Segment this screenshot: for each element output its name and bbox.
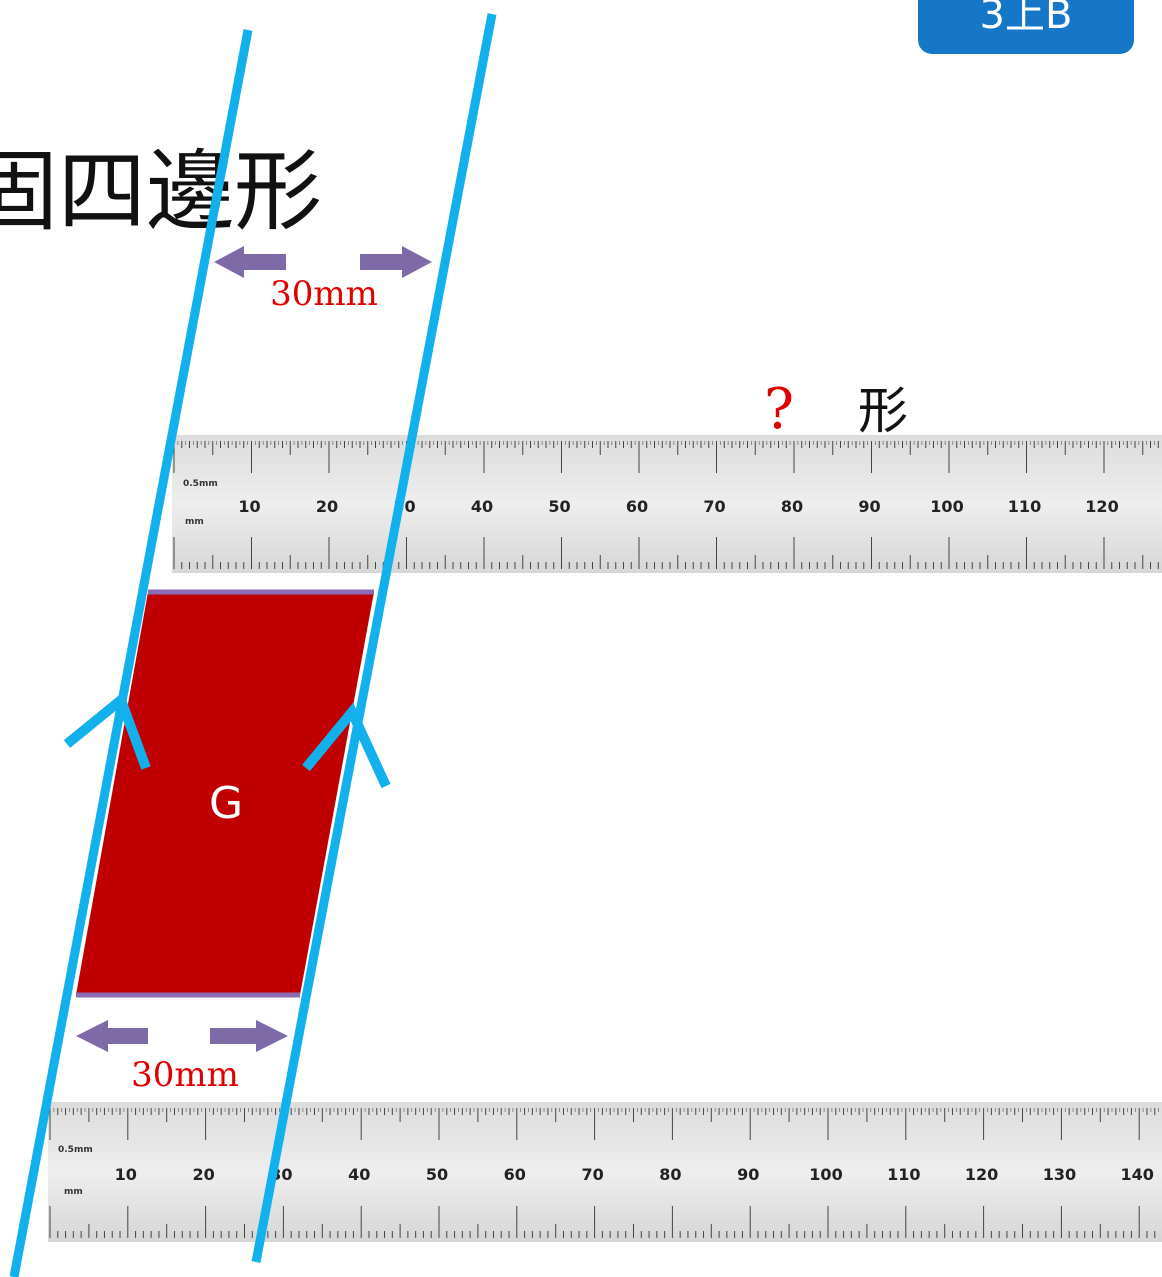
ruler-number: 120 <box>1085 497 1118 516</box>
ruler-number: 40 <box>348 1165 370 1184</box>
ruler-number: 110 <box>887 1165 920 1184</box>
ruler-number: 80 <box>659 1165 681 1184</box>
parallel-line-left-outer <box>9 29 253 1277</box>
ruler-number: 80 <box>781 497 803 516</box>
ruler-number: 100 <box>930 497 963 516</box>
parallel-marker-right <box>302 702 391 789</box>
dimension-arrow-right-icon <box>210 1020 288 1052</box>
ruler-number: 60 <box>504 1165 526 1184</box>
question-suffix: 形 <box>858 382 908 440</box>
ruler-number: 20 <box>192 1165 214 1184</box>
lesson-badge: 3上B <box>918 0 1134 54</box>
ruler-bottom-small-label: 0.5mm <box>58 1145 93 1155</box>
dimension-arrow-left-icon <box>76 1020 148 1052</box>
ruler-number: 100 <box>809 1165 842 1184</box>
ruler-number: 20 <box>316 497 338 516</box>
ruler-number: 10 <box>115 1165 137 1184</box>
top-dimension: 30mm <box>214 246 432 314</box>
ruler-number: 110 <box>1008 497 1041 516</box>
ruler-number: 140 <box>1120 1165 1153 1184</box>
parallelogram-g <box>76 592 374 995</box>
shape-label: G <box>209 778 243 829</box>
ruler-number: 90 <box>737 1165 759 1184</box>
parallel-marker-left <box>63 691 151 770</box>
ruler-top-small-label: 0.5mm <box>183 479 218 489</box>
ruler-number: 50 <box>548 497 570 516</box>
badge-background <box>918 0 1134 54</box>
top-dimension-text: 30mm <box>270 274 378 314</box>
ruler-number: 70 <box>581 1165 603 1184</box>
ruler-top-body <box>172 435 1162 573</box>
ruler-number: 60 <box>626 497 648 516</box>
slide-title: 固四邊形 <box>0 140 322 243</box>
ruler-number: 130 <box>1043 1165 1076 1184</box>
badge-label: 3上B <box>980 0 1073 38</box>
ruler-number: 120 <box>965 1165 998 1184</box>
ruler-top-unit-label: mm <box>185 517 204 527</box>
ruler-number: 10 <box>238 497 260 516</box>
ruler-number: 40 <box>471 497 493 516</box>
bottom-dimension-text: 30mm <box>131 1055 239 1095</box>
ruler-bottom-body <box>48 1102 1162 1242</box>
ruler-number: 70 <box>703 497 725 516</box>
bottom-dimension: 30mm <box>76 1020 288 1095</box>
ruler-number: 50 <box>426 1165 448 1184</box>
dimension-arrow-left-icon <box>214 246 286 278</box>
ruler-number: 90 <box>858 497 880 516</box>
ruler-bottom-unit-label: mm <box>64 1187 83 1197</box>
question-mark: ? <box>764 377 794 442</box>
parallel-line-right-outer <box>251 13 497 1263</box>
dimension-arrow-right-icon <box>360 246 432 278</box>
